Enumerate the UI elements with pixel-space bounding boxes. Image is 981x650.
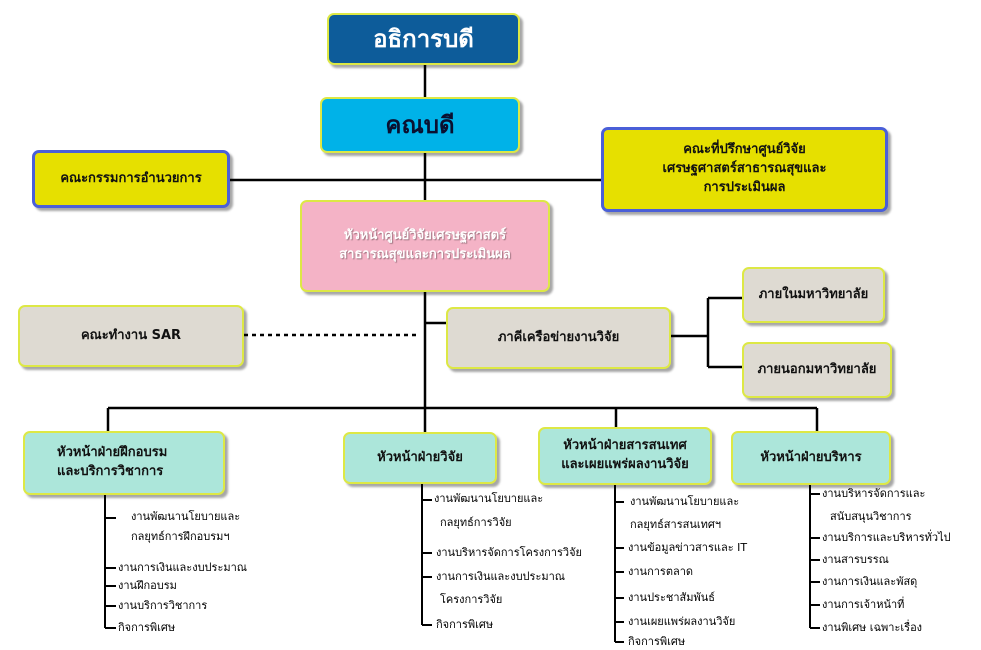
training-division-box: หัวหน้าฝ่ายฝึกอบรม และบริการวิชาการ bbox=[23, 431, 225, 495]
dean-box: คณบดี bbox=[320, 97, 520, 153]
task-item: งานพัฒนานโยบายและ bbox=[131, 510, 241, 523]
center-head-box: หัวหน้าศูนย์วิจัยเศรษฐศาสตร์ สาธารณสุขแล… bbox=[300, 200, 550, 292]
advisory-box: คณะที่ปรึกษาศูนย์วิจัย เศรษฐศาสตร์สาธารณ… bbox=[601, 127, 888, 212]
task-item: กลยุทธ์การวิจัย bbox=[440, 516, 512, 529]
task-item: กลยุทธ์สารสนเทศฯ bbox=[630, 518, 722, 531]
task-item: งานการเงินและงบประมาณ bbox=[118, 561, 247, 574]
admin-committee-label: คณะกรรมการอำนวยการ bbox=[60, 170, 202, 186]
training-division-line-1: หัวหน้าฝ่ายฝึกอบรม bbox=[57, 445, 168, 461]
task-item: งานการเงินและพัสดุ bbox=[822, 575, 918, 588]
info-division-box: หัวหน้าฝ่ายสารสนเทศ และเผยแพร่ผลงานวิจัย bbox=[538, 427, 712, 485]
network-box: ภาคีเครือข่ายงานวิจัย bbox=[446, 307, 671, 369]
director-box: อธิการบดี bbox=[327, 13, 520, 65]
task-item: งานการเจ้าหน้าที่ bbox=[822, 598, 905, 611]
task-item: งานบริการวิชาการ bbox=[118, 599, 208, 612]
task-item: งานการตลาด bbox=[628, 565, 694, 578]
task-item: งานฝึกอบรม bbox=[118, 579, 177, 592]
advisory-line-1: คณะที่ปรึกษาศูนย์วิจัย bbox=[683, 142, 806, 158]
external-label: ภายนอกมหาวิทยาลัย bbox=[757, 361, 877, 377]
task-item: งานบริหารจัดการและ bbox=[822, 487, 926, 500]
task-item: งานพัฒนานโยบายและ bbox=[434, 492, 544, 505]
admin-committee-box: คณะกรรมการอำนวยการ bbox=[32, 150, 230, 208]
task-item: กลยุทธ์การฝึกอบรมฯ bbox=[131, 530, 230, 543]
external-box: ภายนอกมหาวิทยาลัย bbox=[742, 342, 892, 398]
research-division-label: หัวหน้าฝ่ายวิจัย bbox=[377, 449, 463, 465]
task-item: งานพิเศษ เฉพาะเรื่อง bbox=[822, 621, 923, 634]
center-head-line-2: สาธารณสุขและการประเมินผล bbox=[339, 247, 511, 262]
task-item: กิจการพิเศษ bbox=[436, 618, 494, 631]
task-item: งานการเงินและงบประมาณ bbox=[436, 570, 565, 583]
training-division-line-2: และบริการวิชาการ bbox=[57, 464, 164, 479]
sar-team-label: คณะทำงาน SAR bbox=[80, 327, 182, 343]
research-division-box: หัวหน้าฝ่ายวิจัย bbox=[343, 432, 497, 484]
internal-box: ภายในมหาวิทยาลัย bbox=[742, 267, 885, 323]
task-item: งานเผยแพร่ผลงานวิจัย bbox=[628, 615, 736, 628]
sar-team-box: คณะทำงาน SAR bbox=[18, 305, 244, 367]
task-item: งานข้อมูลข่าวสารและ IT bbox=[628, 541, 748, 554]
director-label: อธิการบดี bbox=[373, 24, 474, 53]
info-division-line-2: และเผยแพร่ผลงานวิจัย bbox=[561, 457, 689, 472]
task-item: งานพัฒนานโยบายและ bbox=[630, 495, 740, 508]
task-item: โครงการวิจัย bbox=[440, 593, 503, 606]
task-item: งานบริหารจัดการโครงการวิจัย bbox=[436, 546, 582, 559]
admin-division-label: หัวหน้าฝ่ายบริหาร bbox=[760, 449, 862, 465]
advisory-line-2: เศรษฐศาสตร์สาธารณสุขและ bbox=[662, 161, 827, 177]
task-item: งานประชาสัมพันธ์ bbox=[628, 591, 715, 604]
network-label: ภาคีเครือข่ายงานวิจัย bbox=[497, 329, 620, 345]
advisory-line-3: การประเมินผล bbox=[703, 179, 786, 195]
task-item: งานบริการและบริหารทั่วไป bbox=[822, 531, 951, 544]
dean-label: คณบดี bbox=[385, 110, 455, 139]
info-division-line-1: หัวหน้าฝ่ายสารสนเทศ bbox=[563, 438, 687, 454]
task-item: กิจการพิเศษ bbox=[628, 635, 686, 648]
task-item: กิจการพิเศษ bbox=[118, 621, 176, 634]
internal-label: ภายในมหาวิทยาลัย bbox=[758, 286, 869, 302]
center-head-line-1: หัวหน้าศูนย์วิจัยเศรษฐศาสตร์ bbox=[343, 228, 507, 244]
admin-division-box: หัวหน้าฝ่ายบริหาร bbox=[731, 431, 891, 485]
task-item: งานสารบรรณ bbox=[822, 553, 889, 566]
task-item: สนับสนุนวิชาการ bbox=[830, 510, 912, 523]
